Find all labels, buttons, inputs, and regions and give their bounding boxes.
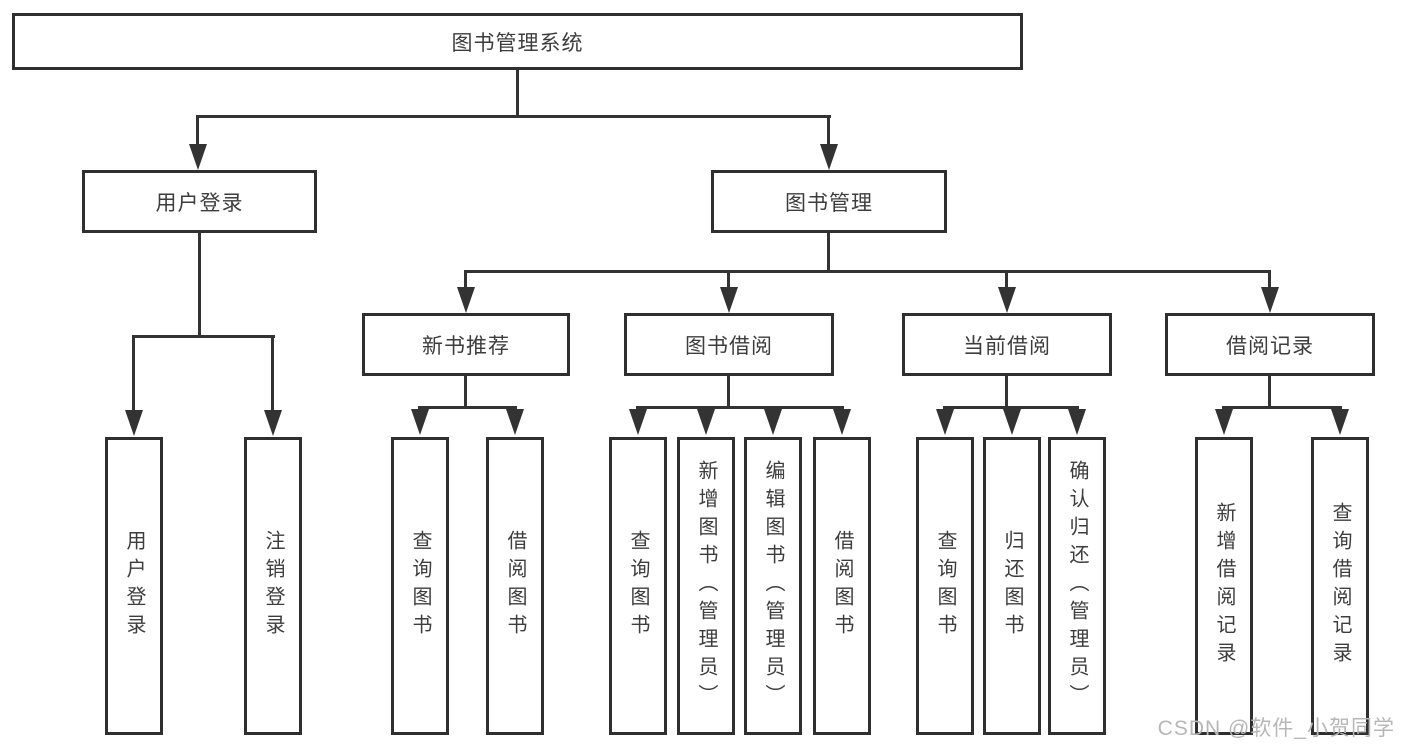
leaf-query-borrow-record-label: 查询借阅记录 <box>1329 502 1351 670</box>
arrow-down-icon <box>457 287 475 313</box>
leaf-query-books-3-label: 查询图书 <box>934 530 956 642</box>
arrow-down-icon <box>1215 409 1233 435</box>
node-book-borrow: 图书借阅 <box>624 313 834 376</box>
node-borrow-records-label: 借阅记录 <box>1226 334 1314 358</box>
connector-line <box>1268 272 1271 289</box>
arrow-down-icon <box>998 287 1016 313</box>
leaf-edit-books-admin-label: 编辑图书（管理员） <box>762 460 784 712</box>
connector-line <box>943 406 1079 409</box>
arrow-down-icon <box>697 409 715 435</box>
connector-line <box>1005 272 1008 289</box>
connector-line <box>198 233 201 337</box>
leaf-logout-login-label: 注销登录 <box>262 530 284 642</box>
node-current-borrow: 当前借阅 <box>902 313 1112 376</box>
connector-line <box>1222 406 1342 409</box>
connector-line <box>464 270 1271 273</box>
csdn-watermark: CSDN @软件_小贺同学 <box>1157 717 1395 740</box>
node-current-borrow-label: 当前借阅 <box>963 334 1051 358</box>
connector-line <box>636 406 844 409</box>
arrow-down-icon <box>1331 409 1349 435</box>
leaf-add-books-admin: 新增图书（管理员） <box>677 437 735 735</box>
connector-line <box>132 335 275 338</box>
leaf-query-books-2-label: 查询图书 <box>627 530 649 642</box>
arrow-down-icon <box>411 409 429 435</box>
connector-line <box>132 337 135 411</box>
connector-line <box>196 117 199 145</box>
leaf-borrow-books-2: 借阅图书 <box>813 437 871 735</box>
node-book-management: 图书管理 <box>711 170 947 233</box>
arrow-down-icon <box>189 144 207 170</box>
leaf-confirm-return-admin-label: 确认归还（管理员） <box>1066 460 1088 712</box>
node-new-book-recommend: 新书推荐 <box>362 313 570 376</box>
leaf-query-books-1: 查询图书 <box>391 437 449 735</box>
connector-line <box>271 337 274 411</box>
arrow-down-icon <box>506 409 524 435</box>
connector-line <box>196 115 831 118</box>
arrow-down-icon <box>1003 409 1021 435</box>
leaf-query-books-3: 查询图书 <box>916 437 974 735</box>
arrow-down-icon <box>833 409 851 435</box>
leaf-logout-login: 注销登录 <box>244 437 302 735</box>
leaf-query-borrow-record: 查询借阅记录 <box>1311 437 1369 735</box>
leaf-confirm-return-admin: 确认归还（管理员） <box>1048 437 1106 735</box>
node-root-label: 图书管理系统 <box>451 31 584 55</box>
node-user-login-label: 用户登录 <box>155 191 244 215</box>
node-user-login: 用户登录 <box>82 170 317 233</box>
connector-line <box>827 233 830 272</box>
node-book-management-label: 图书管理 <box>785 191 873 215</box>
leaf-return-books: 归还图书 <box>983 437 1041 735</box>
arrow-down-icon <box>1068 409 1086 435</box>
arrow-down-icon <box>1261 287 1279 313</box>
connector-line <box>1268 376 1271 408</box>
connector-line <box>727 272 730 289</box>
node-new-book-recommend-label: 新书推荐 <box>422 334 510 358</box>
connector-line <box>727 376 730 408</box>
leaf-add-books-admin-label: 新增图书（管理员） <box>695 460 717 712</box>
leaf-borrow-books-1-label: 借阅图书 <box>504 530 526 642</box>
leaf-query-books-1-label: 查询图书 <box>409 530 431 642</box>
arrow-down-icon <box>936 409 954 435</box>
connector-line <box>464 376 467 408</box>
arrow-down-icon <box>629 409 647 435</box>
leaf-add-borrow-record: 新增借阅记录 <box>1195 437 1253 735</box>
leaf-borrow-books-2-label: 借阅图书 <box>831 530 853 642</box>
connector-line <box>464 272 467 289</box>
arrow-down-icon <box>264 410 282 436</box>
node-borrow-records: 借阅记录 <box>1165 313 1375 376</box>
arrow-down-icon <box>720 287 738 313</box>
leaf-query-books-2: 查询图书 <box>609 437 667 735</box>
connector-line <box>516 69 519 116</box>
leaf-return-books-label: 归还图书 <box>1001 530 1023 642</box>
leaf-edit-books-admin: 编辑图书（管理员） <box>744 437 802 735</box>
arrow-down-icon <box>125 410 143 436</box>
connector-line <box>1005 376 1008 408</box>
leaf-add-borrow-record-label: 新增借阅记录 <box>1213 502 1235 670</box>
arrow-down-icon <box>764 409 782 435</box>
arrow-down-icon <box>820 144 838 170</box>
leaf-user-login-label: 用户登录 <box>123 530 145 642</box>
connector-line <box>827 117 830 145</box>
leaf-user-login: 用户登录 <box>105 437 163 735</box>
connector-line <box>418 406 517 409</box>
node-book-borrow-label: 图书借阅 <box>685 334 773 358</box>
leaf-borrow-books-1: 借阅图书 <box>486 437 544 735</box>
node-root-system: 图书管理系统 <box>12 13 1023 70</box>
